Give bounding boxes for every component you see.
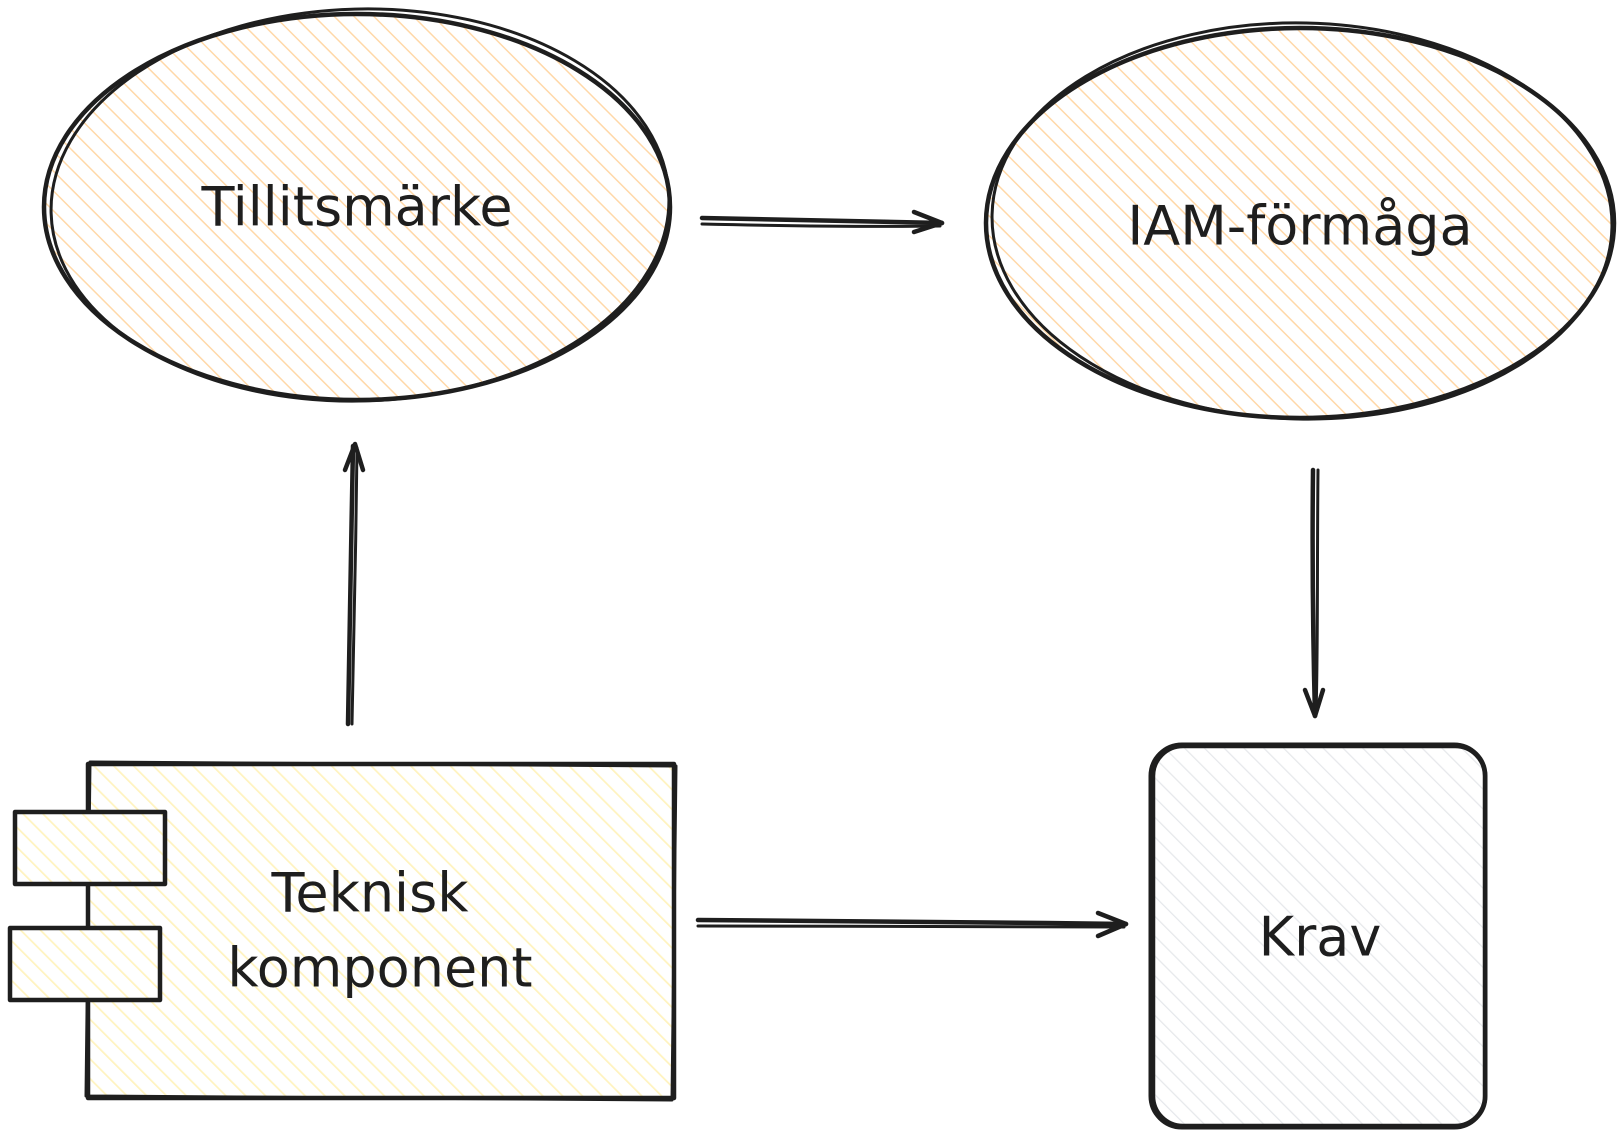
arrow-iam-to-krav-shaft [1310,467,1318,719]
node-krav[interactable]: Krav [1148,742,1488,1130]
iam-outline-sketch [990,21,1614,421]
tillitsmarke-outline-sketch [49,7,671,403]
arrow-teknisk-to-tillitsmarke-head [342,441,366,473]
arrow-teknisk-to-krav-head [1095,910,1129,939]
teknisk-port-bottom [10,928,160,1000]
teknisk-port-top [15,812,165,884]
teknisk-port-bottom-outline [7,925,163,1003]
iam-ellipse [986,28,1614,418]
arrow-teknisk-to-krav[interactable] [695,910,1129,939]
arrow-teknisk-to-tillitsmarke-shaft-sketch [350,446,359,726]
teknisk-body [88,764,674,1098]
arrow-teknisk-to-tillitsmarke[interactable] [342,441,366,727]
arrow-teknisk-to-krav-shaft-sketch [696,924,1126,929]
arrow-teknisk-to-tillitsmarke-shaft [345,443,356,727]
arrow-tillitsmarke-to-iam-shaft-sketch [700,222,942,228]
tillitsmarke-ellipse [44,14,670,400]
krav-label: Krav [1259,906,1382,969]
arrow-iam-to-krav-shaft-sketch [1314,468,1320,716]
arrow-iam-to-krav-head [1302,687,1326,719]
krav-outline-sketch [1148,742,1488,1130]
teknisk-label-line2: komponent [227,937,532,1000]
node-iam-formaga[interactable]: IAM-förmåga [983,17,1617,426]
arrow-teknisk-to-krav-shaft [695,917,1129,927]
iam-label: IAM-förmåga [1127,195,1472,258]
arrow-tillitsmarke-to-iam-shaft [699,215,945,226]
node-tillitsmarke[interactable]: Tillitsmärke [41,1,674,409]
arrow-tillitsmarke-to-iam-head [911,209,945,235]
arrow-tillitsmarke-to-iam[interactable] [699,209,945,235]
arrow-iam-to-krav[interactable] [1302,467,1326,719]
teknisk-port-top-outline [12,809,168,887]
krav-body [1153,746,1485,1126]
node-teknisk-komponent[interactable]: Teknisk komponent [7,760,678,1102]
tillitsmarke-label: Tillitsmärke [200,176,512,239]
teknisk-label-line1: Teknisk [271,862,470,925]
